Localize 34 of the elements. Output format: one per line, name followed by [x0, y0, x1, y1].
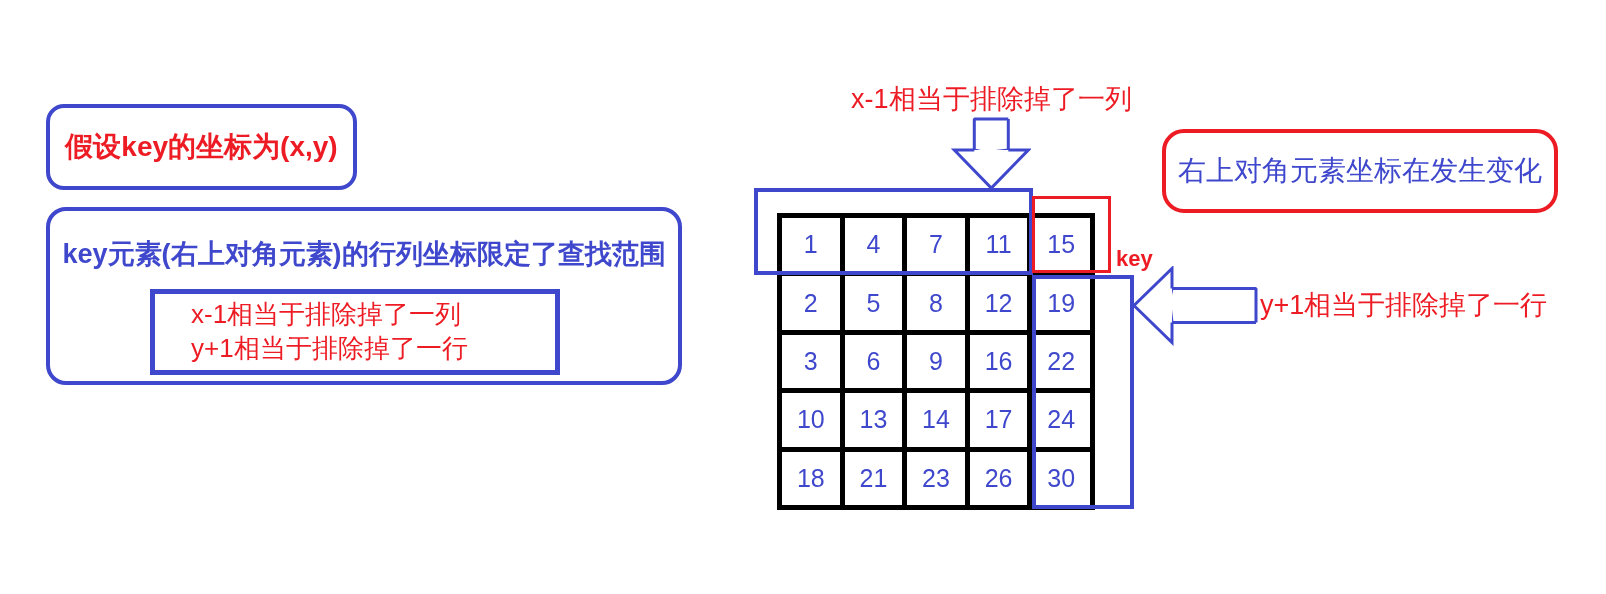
matrix-cell: 23	[907, 451, 965, 505]
rule-text: x-1相当于排除掉了一列	[191, 300, 462, 330]
panel-heading: key元素(右上对角元素)的行列坐标限定了查找范围	[62, 239, 666, 271]
highlight-frame	[1032, 275, 1134, 509]
matrix-cell: 1	[782, 218, 840, 272]
matrix-cell: 26	[969, 451, 1028, 505]
matrix-cell: 4	[844, 218, 903, 272]
annotation-text: y+1相当于排除掉了一行	[1260, 290, 1548, 322]
highlight-frame	[754, 188, 1033, 275]
rule-text: y+1相当于排除掉了一行	[191, 334, 468, 364]
matrix-cell: 10	[782, 393, 840, 447]
note-box	[1162, 129, 1558, 213]
matrix-cell: 14	[907, 393, 965, 447]
matrix-cell: 11	[969, 218, 1028, 272]
matrix-cell: 13	[844, 393, 903, 447]
matrix-cell: 16	[969, 334, 1028, 389]
matrix-cell: 5	[844, 276, 903, 330]
annotation-text: x-1相当于排除掉了一列	[851, 84, 1132, 116]
matrix-cell: 21	[844, 451, 903, 505]
matrix-cell: 7	[907, 218, 965, 272]
matrix-cell: 12	[969, 276, 1028, 330]
matrix-cell: 2	[782, 276, 840, 330]
key-frame	[1032, 196, 1111, 273]
matrix-cell: 6	[844, 334, 903, 389]
assumption-text: 假设key的坐标为(x,y)	[65, 130, 338, 164]
key-label: key	[1116, 246, 1153, 272]
matrix-cell: 9	[907, 334, 965, 389]
note-text: 右上对角元素坐标在发生变化	[1178, 154, 1542, 188]
matrix-cell: 3	[782, 334, 840, 389]
matrix-cell: 17	[969, 393, 1028, 447]
assumption-box	[46, 104, 357, 190]
explanation-panel	[46, 207, 682, 385]
matrix-cell: 18	[782, 451, 840, 505]
matrix-cell: 8	[907, 276, 965, 330]
